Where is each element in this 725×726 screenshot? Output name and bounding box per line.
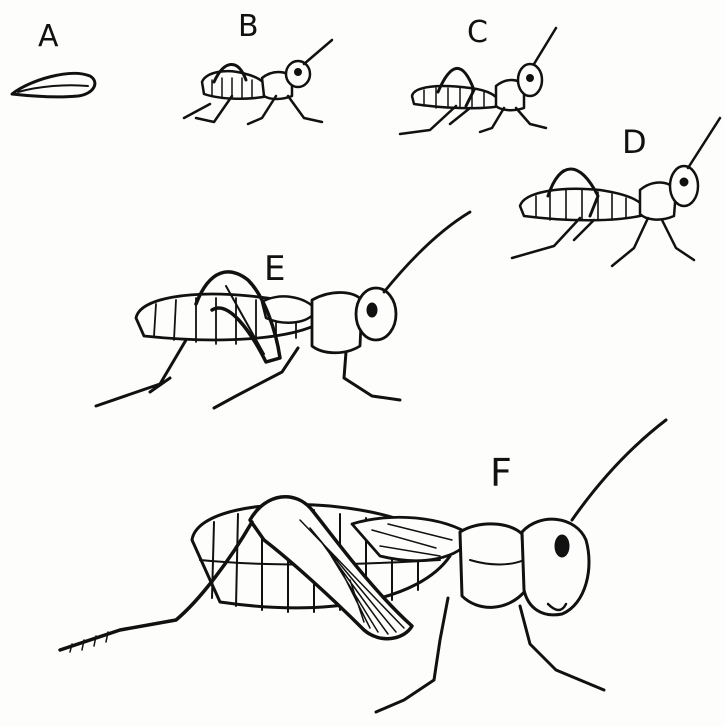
- nymph-e-icon: [96, 212, 470, 408]
- nymph-b-icon: [184, 40, 332, 124]
- adult-grasshopper-icon: [60, 420, 666, 712]
- egg-icon: [12, 73, 95, 96]
- nymph-c-icon: [400, 28, 556, 134]
- nymph-d-icon: [512, 118, 720, 266]
